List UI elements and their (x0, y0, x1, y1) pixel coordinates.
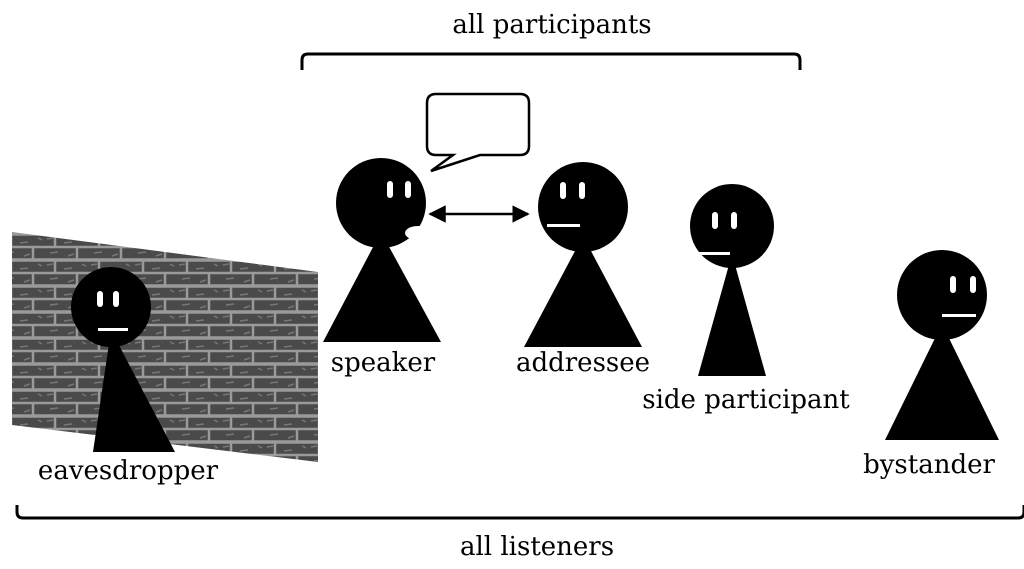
addressee-figure (524, 162, 642, 347)
eavesdropper-label: eavesdropper (37, 456, 219, 486)
mouth-icon (547, 224, 580, 227)
mouth-icon (98, 328, 128, 331)
bystander-figure (885, 250, 999, 440)
eye-icon (97, 291, 103, 307)
eye-icon (560, 182, 566, 199)
listeners-bracket (15, 505, 1024, 520)
eye-icon (113, 291, 119, 307)
mouth-icon (699, 252, 730, 255)
eye-icon (731, 212, 737, 229)
eye-icon (579, 182, 585, 199)
eye-icon (712, 212, 718, 229)
addressee-label: addressee (515, 348, 651, 378)
open-mouth-icon (405, 226, 431, 240)
speech-bubble-icon (425, 92, 531, 173)
speaker-figure (323, 158, 441, 342)
all-listeners-label: all listeners (459, 532, 615, 562)
eye-icon (970, 276, 976, 293)
side-participant-label: side participant (642, 385, 850, 415)
participants-bracket (300, 52, 802, 70)
eye-icon (405, 181, 411, 198)
all-participants-label: all participants (452, 10, 652, 40)
side-participant-figure (690, 184, 774, 376)
speaker-label: speaker (330, 348, 436, 378)
eavesdropper-figure (71, 267, 175, 452)
bystander-label: bystander (863, 450, 995, 480)
brick-wall (12, 232, 318, 462)
mouth-icon (942, 314, 976, 317)
eye-icon (387, 181, 393, 198)
eye-icon (950, 276, 956, 293)
